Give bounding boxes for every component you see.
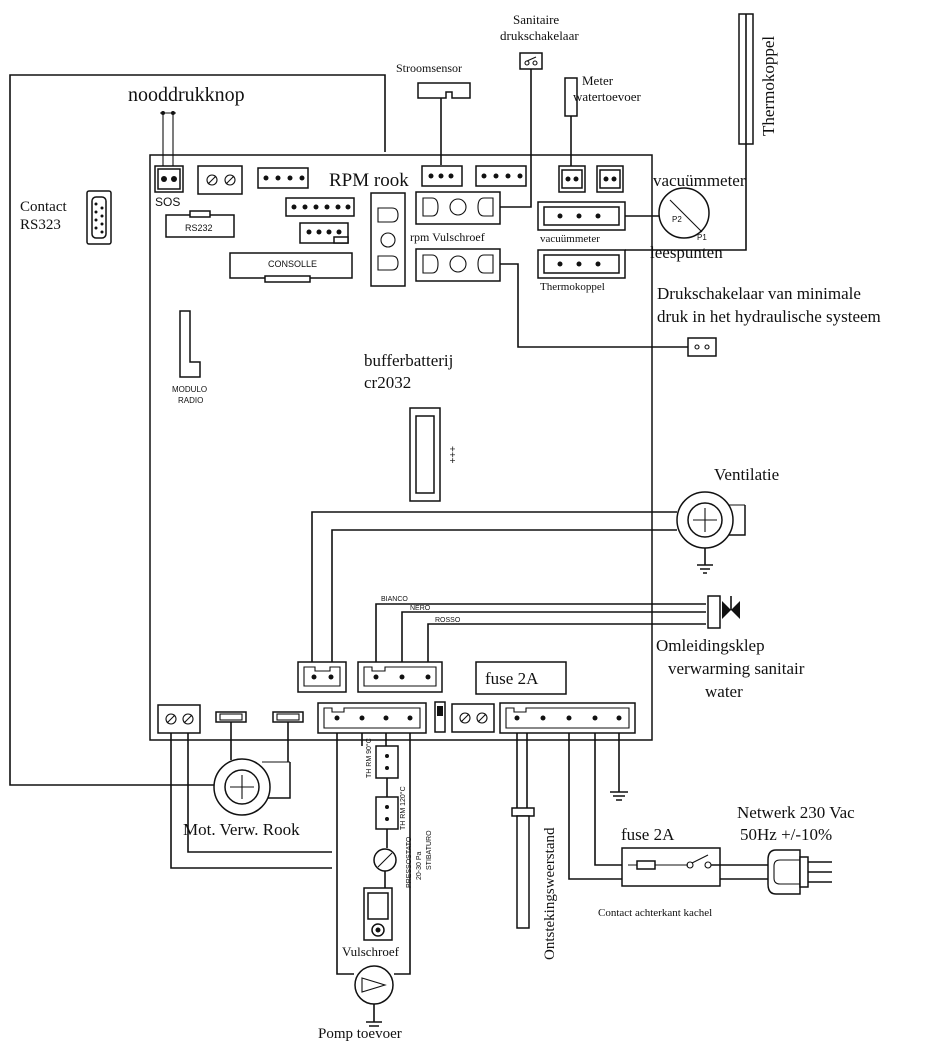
pump-connector (317, 702, 427, 734)
cr2032-label: cr2032 (364, 373, 411, 392)
netwerk-label-1: Netwerk 230 Vac (737, 803, 855, 822)
rpm-rook-connector (370, 192, 406, 287)
omleid-label-2: verwarming sanitair (668, 659, 805, 678)
plus-label: +++ (446, 446, 457, 464)
leespunten-label: leespunten (650, 243, 723, 262)
sos-label: SOS (155, 195, 180, 209)
netwerk-label-2: 50Hz +/-10% (740, 825, 832, 844)
vulschroef-label: Vulschroef (342, 944, 400, 959)
rpm-vulschroef-connector (415, 191, 501, 225)
pressostato-label-1: PRESSOSTATO (406, 836, 413, 888)
th-rm-90-switch (375, 745, 399, 779)
sanitaire-switch (500, 52, 543, 208)
lower-3pin-connector (415, 248, 501, 282)
valve-connector (357, 661, 443, 693)
th-rm-label: TH RM 90°C (365, 738, 373, 778)
external-fuse-box (621, 847, 721, 887)
consolle-label: CONSOLLE (268, 259, 317, 269)
druk-label-2: druk in het hydraulische systeem (657, 307, 881, 326)
power-connector (499, 702, 636, 734)
omleidingsklep-valve (707, 595, 740, 629)
rpm-vulschroef-label: rpm Vulschroef (410, 230, 485, 244)
vacuummeter-label: vacuümmeter (653, 171, 746, 190)
drukschakelaar-label: drukschakelaar (500, 28, 579, 43)
connector-4pin-a (257, 167, 309, 189)
jumper (434, 701, 446, 733)
rpm-rook-label: RPM rook (329, 170, 409, 191)
thermokoppel-sensor-label: Thermokoppel (759, 36, 778, 136)
vacuummeter-connector (537, 201, 626, 231)
contact-label: Contact (20, 199, 67, 215)
fuse-board-box (475, 661, 567, 695)
vacuum-gauge (658, 187, 710, 239)
stroomsensor (417, 82, 471, 165)
db9-connector (86, 190, 112, 245)
omleid-label-3: water (705, 682, 743, 701)
mot-verw-rook-label: Mot. Verw. Rook (183, 820, 300, 839)
pressostato (373, 848, 397, 872)
ontstekingsweerstand (511, 807, 535, 929)
pressostato-label-2: 20-30 Pa (416, 851, 423, 880)
mot-verw-rook-fan (213, 758, 291, 816)
buffer-battery (409, 407, 441, 502)
meter-label: Meter (582, 73, 614, 88)
rs232-label: RS232 (185, 223, 213, 233)
screw-terminal-bottom-left (157, 704, 201, 734)
connector-4pin-c (475, 165, 527, 187)
connector-meter (558, 165, 586, 193)
druk-switch (687, 337, 717, 357)
thermokoppel-conn-label: Thermokoppel (540, 281, 605, 293)
sanitaire-label: Sanitaire (513, 12, 559, 27)
watertoevoer-label: watertoevoer (573, 89, 642, 104)
bufferbatterij-label: bufferbatterij (364, 351, 453, 370)
nooddrukknop-label: nooddrukknop (128, 84, 245, 106)
ventilatie-label: Ventilatie (714, 465, 779, 484)
thermokoppel-sensor (625, 13, 754, 251)
fan-connector (297, 661, 347, 693)
fuse-board-label: fuse 2A (485, 669, 539, 688)
rosso-label: ROSSO (435, 617, 461, 624)
omleid-label-1: Omleidingsklep (656, 636, 765, 655)
ontsteking-label: Ontstekingsweerstand (542, 827, 558, 960)
radio-label: RADIO (178, 396, 203, 405)
emergency-wire (9, 74, 386, 786)
connector-4pin-b (299, 222, 349, 244)
rs323-label: RS323 (20, 217, 61, 233)
fuse-ext-label: fuse 2A (621, 825, 675, 844)
contact-achterkant-label: Contact achterkant kachel (598, 907, 712, 919)
vacuummeter-conn-label: vacuümmeter (540, 233, 600, 245)
pomp-toevoer-label: Pomp toevoer (318, 1026, 402, 1042)
power-plug (767, 849, 832, 895)
connector-stroom (421, 165, 463, 187)
modulo-label: MODULO (172, 385, 207, 394)
p1-label: P1 (697, 233, 707, 242)
thermokoppel-connector (537, 249, 626, 279)
druk-label-1: Drukschakelaar van minimale (657, 284, 861, 303)
vulschroef-motor (363, 887, 393, 941)
connector-right-top (596, 165, 624, 193)
pomp-toevoer (354, 965, 394, 1027)
pressostato-label-3: STIBATURO (426, 830, 433, 870)
bianco-label: BIANCO (381, 596, 408, 603)
screw-terminal-top (197, 165, 243, 195)
p2-label: P2 (672, 215, 682, 224)
th-100-switch (375, 796, 399, 830)
sos-connector (154, 111, 184, 193)
th-100-label: TH RM 120°C (399, 786, 407, 830)
nero-label: NERO (410, 605, 431, 612)
ventilatie-fan (676, 491, 746, 574)
stroomsensor-label: Stroomsensor (396, 61, 462, 75)
screw-terminal-bottom-right (451, 703, 495, 733)
radio-module (179, 310, 201, 378)
connector-6pin (285, 197, 355, 217)
